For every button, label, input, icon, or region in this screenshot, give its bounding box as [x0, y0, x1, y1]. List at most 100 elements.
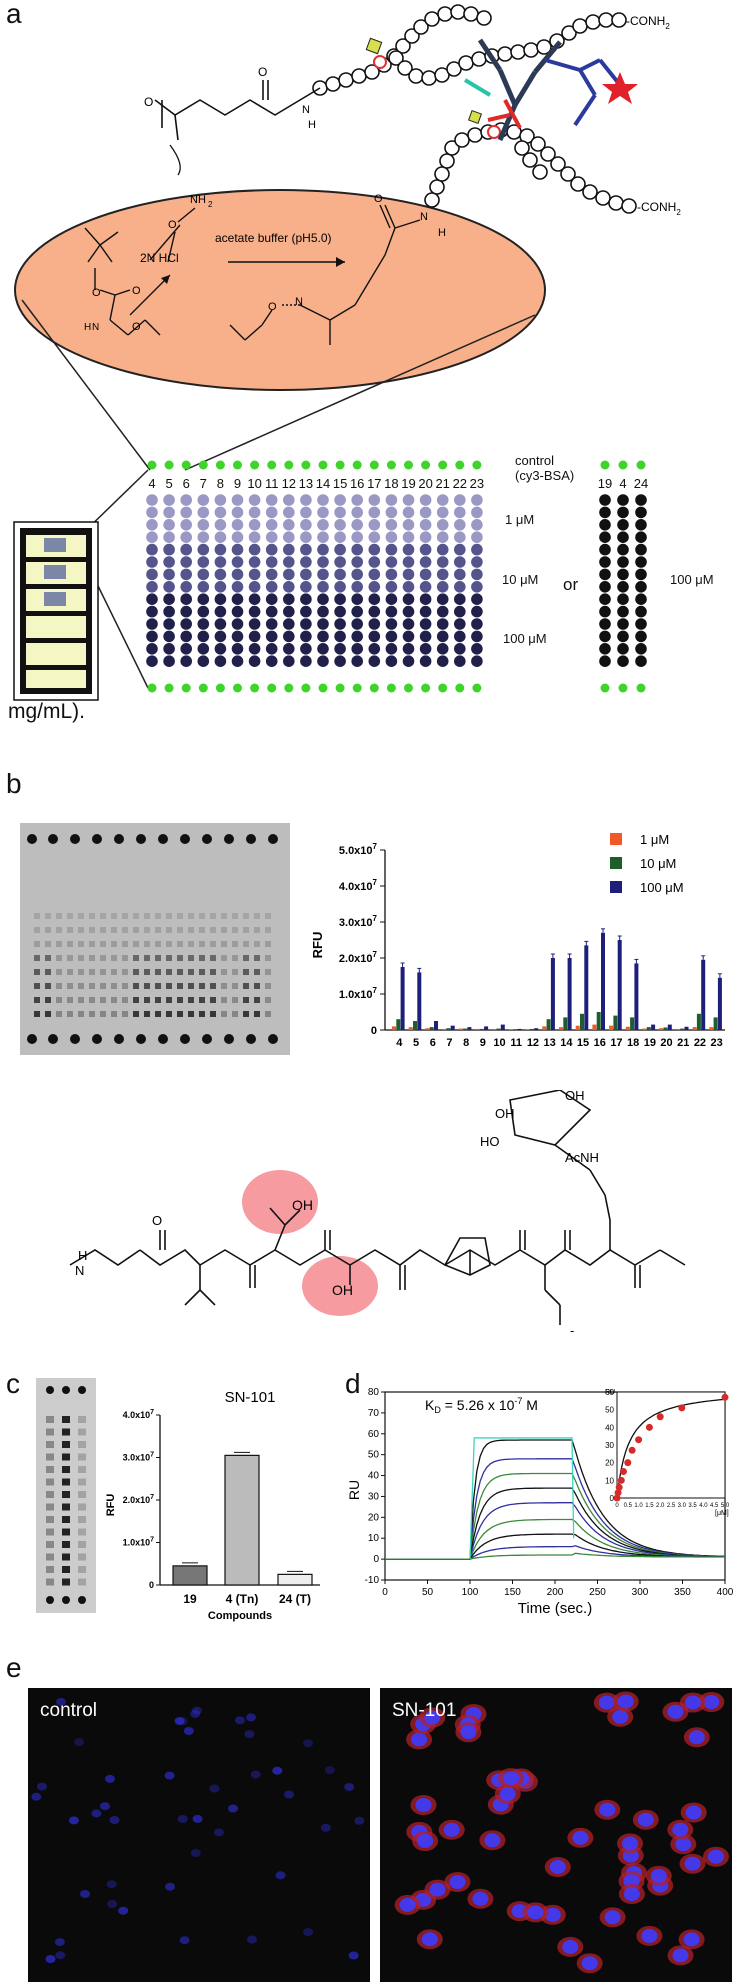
array-spot [317, 568, 329, 581]
nucleus [672, 1948, 689, 1963]
scan-spot [144, 1011, 150, 1017]
svg-text:O: O [144, 95, 153, 109]
array-spot [436, 556, 449, 568]
scan-spot [155, 913, 161, 919]
scan-spot [177, 997, 183, 1003]
control-spot [164, 683, 174, 693]
inset-point [613, 1494, 621, 1502]
sn101-micrograph-label: SN-101 [392, 1700, 457, 1721]
scan-control-spot [27, 1034, 37, 1044]
nucleus [399, 1897, 416, 1912]
array-spot [265, 643, 278, 655]
scan-spot [166, 927, 172, 933]
control-spot [636, 460, 646, 470]
array-spot [454, 494, 466, 506]
svg-text:OH: OH [292, 1197, 313, 1213]
nucleus [443, 1822, 460, 1837]
array-spot [617, 655, 629, 667]
array-spot [635, 618, 647, 630]
x-tick-label: 11 [510, 1037, 522, 1049]
array-spot [419, 531, 432, 543]
scan-spot [210, 955, 216, 961]
scan-spot [45, 927, 51, 933]
nucleus [637, 1812, 654, 1827]
array-spot [248, 556, 261, 568]
array-spot [419, 581, 432, 593]
inset-point [619, 1468, 627, 1475]
or-label: or [563, 575, 579, 594]
scan-spot [78, 941, 84, 947]
control-spot [600, 683, 610, 693]
nucleus [250, 1770, 261, 1779]
bar [630, 1017, 635, 1030]
y-tick-label: 4.0x107 [123, 1409, 155, 1420]
strip-spot [62, 1528, 70, 1536]
array-spot [300, 494, 312, 506]
nucleus [598, 1695, 615, 1710]
array-spot [163, 581, 175, 593]
strip-spot [62, 1491, 70, 1498]
scan-spot [89, 941, 95, 947]
control-spot [438, 683, 448, 693]
array-spot [454, 618, 466, 630]
array-spot [214, 506, 227, 519]
array-spot [334, 519, 346, 531]
svg-text:O: O [258, 65, 267, 79]
svg-text:acetate buffer (pH5.0): acetate buffer (pH5.0) [215, 231, 332, 245]
array-spot [317, 531, 329, 543]
nucleus [272, 1766, 283, 1775]
array-spot [283, 519, 295, 531]
array-spot [351, 494, 364, 506]
array-spot [419, 593, 432, 605]
control-spot [215, 460, 225, 470]
scan-control-spot [224, 834, 234, 844]
array-spot [283, 506, 295, 519]
y-tick-label: 2.0x107 [339, 950, 378, 965]
array-spot [265, 506, 278, 519]
scan-spot [232, 997, 238, 1003]
scan-spot [166, 913, 172, 919]
scan-spot [166, 1011, 172, 1017]
bar [613, 1015, 618, 1030]
scan-spot [243, 983, 249, 989]
scan-spot [166, 941, 172, 947]
legend-swatch [610, 857, 622, 869]
array-spot [248, 494, 261, 506]
svg-text:O: O [92, 287, 101, 299]
array-spot [385, 593, 398, 605]
array-spot [436, 581, 449, 593]
array-spot [214, 618, 227, 630]
array-spot [265, 556, 278, 568]
scan-spot [45, 955, 51, 961]
scan-control-spot [158, 1034, 168, 1044]
array-spot [300, 605, 312, 618]
scan-spot [232, 927, 238, 933]
sensorgram-curve [385, 1487, 725, 1560]
scan-spot [133, 913, 139, 919]
scan-spot [78, 983, 84, 989]
control-spot [335, 460, 345, 470]
x-tick-label: 19 [644, 1037, 656, 1049]
array-spot [402, 655, 415, 667]
scan-spot [155, 927, 161, 933]
x-tick-label: 12 [527, 1037, 539, 1049]
array-spot [368, 593, 381, 605]
inset-x-tick-label: 2.5 [667, 1503, 676, 1509]
array-spot [454, 605, 466, 618]
bar [617, 940, 622, 1030]
x-tick-label: 50 [422, 1587, 434, 1598]
array-spot [454, 506, 466, 519]
array-spot [599, 568, 611, 581]
array-spot [265, 655, 278, 667]
scan-spot [67, 1011, 73, 1017]
array-spot [419, 568, 432, 581]
sn101-micrograph: SN-101 [380, 1688, 732, 1982]
array-spot [214, 568, 227, 581]
x-tick-label: 7 [446, 1037, 452, 1049]
array-spot [385, 655, 398, 667]
control-micrograph-label: control [40, 1700, 98, 1721]
array-spot [385, 630, 398, 643]
nucleus [320, 1823, 331, 1832]
scan-control-spot [92, 834, 102, 844]
array-spot [368, 568, 381, 581]
